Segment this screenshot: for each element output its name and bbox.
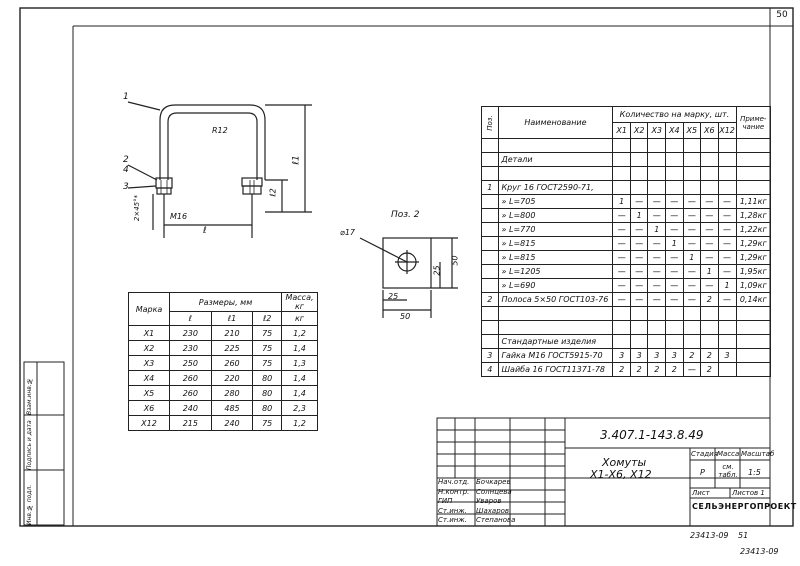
callout-3: 3 (123, 182, 129, 192)
table-cell: — (612, 292, 631, 307)
u-bolt-drawing (127, 101, 312, 238)
sheets-label: Листов 1 (732, 489, 765, 497)
scale-value: 1:5 (748, 468, 761, 477)
hdr-mass: Масса (717, 450, 740, 458)
dim-l: ℓ (203, 226, 207, 236)
table-cell: — (717, 222, 737, 237)
hdr-stage: Стадия (691, 450, 718, 458)
corner-code: 23413-09 (740, 547, 779, 556)
signer-role: Ст.инж. (438, 516, 467, 525)
pos2-label: Поз. 2 (391, 210, 420, 220)
sheet-label: Лист (692, 489, 710, 497)
table-row (481, 138, 771, 153)
callout-4: 4 (123, 165, 129, 175)
table-cell: 2 (612, 362, 631, 377)
signer-name: Солнцева (476, 487, 512, 496)
hdr-scale: Масштаб (741, 450, 775, 458)
table-cell: 240 (210, 415, 254, 431)
spec-table: Поз. Наименование Количество на марку, ш… (481, 106, 771, 377)
table-cell (717, 362, 737, 377)
mass-value: см. табл. (718, 463, 738, 479)
table-cell: — (682, 362, 702, 377)
table-cell: 1,2 (281, 415, 318, 431)
table-cell: 2 (629, 362, 649, 377)
table-row: » L=815————1——1,29кг (481, 250, 771, 265)
signer-name: Уваров (476, 497, 502, 506)
table-row (481, 306, 771, 321)
table-cell: — (682, 264, 702, 279)
table-cell: — (682, 292, 702, 307)
table-cell: 2 (665, 362, 684, 377)
table-cell: — (629, 278, 649, 293)
drawing-code: 3.407.1-143.8.49 (600, 428, 704, 442)
table-row: » L=800—1—————1,28кг (481, 208, 771, 223)
table-cell: — (612, 208, 631, 223)
table-cell: 1,4 (281, 370, 318, 386)
thread-label: M16 (170, 212, 188, 221)
signer-role: Ст.инж. (438, 506, 467, 515)
mark-header: Х5 (682, 122, 702, 139)
signer-role: ГИП (438, 497, 453, 506)
bottom-page: 51 (738, 531, 749, 540)
hole-diameter: ⌀17 (340, 228, 355, 237)
signer-name: Бочкарев (476, 478, 511, 486)
col-marka: Марка (128, 292, 170, 326)
table-cell: — (629, 250, 649, 265)
col-name: Наименование (497, 106, 614, 139)
sizes-table: Марка Размеры, мм Масса, кг ℓ ℓ1 ℓ2 кг Х… (128, 292, 318, 431)
title-line2: Х1-Х6, Х12 (590, 468, 652, 481)
callout-2: 2 (123, 155, 129, 165)
table-cell: — (665, 278, 684, 293)
radius-label: R12 (212, 126, 228, 135)
table-cell: — (629, 292, 649, 307)
table-cell: — (665, 208, 684, 223)
signer-role: Нач.отд. (438, 478, 470, 486)
plate-drawing (359, 237, 458, 318)
table-cell: 2 (682, 348, 702, 363)
title-line1: Хомуты (602, 456, 647, 469)
mark-header: Х12 (717, 122, 737, 139)
organization: СЕЛЬЭНЕРГОПРОЕКТ (692, 502, 797, 511)
col-note: Приме-чание (735, 106, 771, 139)
callout-1: 1 (123, 92, 129, 102)
table-cell: 3 (647, 348, 667, 363)
table-cell (735, 362, 771, 377)
table-cell: 1,3 (281, 355, 318, 371)
dim-50-width: 50 (400, 312, 411, 321)
table-cell: — (665, 194, 684, 209)
stage-value: Р (700, 468, 705, 477)
signer-name: Шахаров (476, 506, 510, 515)
table-row: » L=770——1————1,22кг (481, 222, 771, 237)
sheet-number: 50 (776, 10, 788, 20)
signer-name: Степанова (476, 516, 516, 525)
table-row: » L=1205—————1—1,95кг (481, 264, 771, 279)
table-cell: Шайба 16 ГОСТ11371-78 (497, 362, 614, 377)
bottom-code: 23413-09 (690, 531, 729, 540)
table-cell: 2 (647, 362, 667, 377)
signer-role: Н.контр. (438, 487, 470, 496)
dim-25-width: 25 (388, 292, 399, 301)
table-cell: Х12 (128, 415, 170, 431)
